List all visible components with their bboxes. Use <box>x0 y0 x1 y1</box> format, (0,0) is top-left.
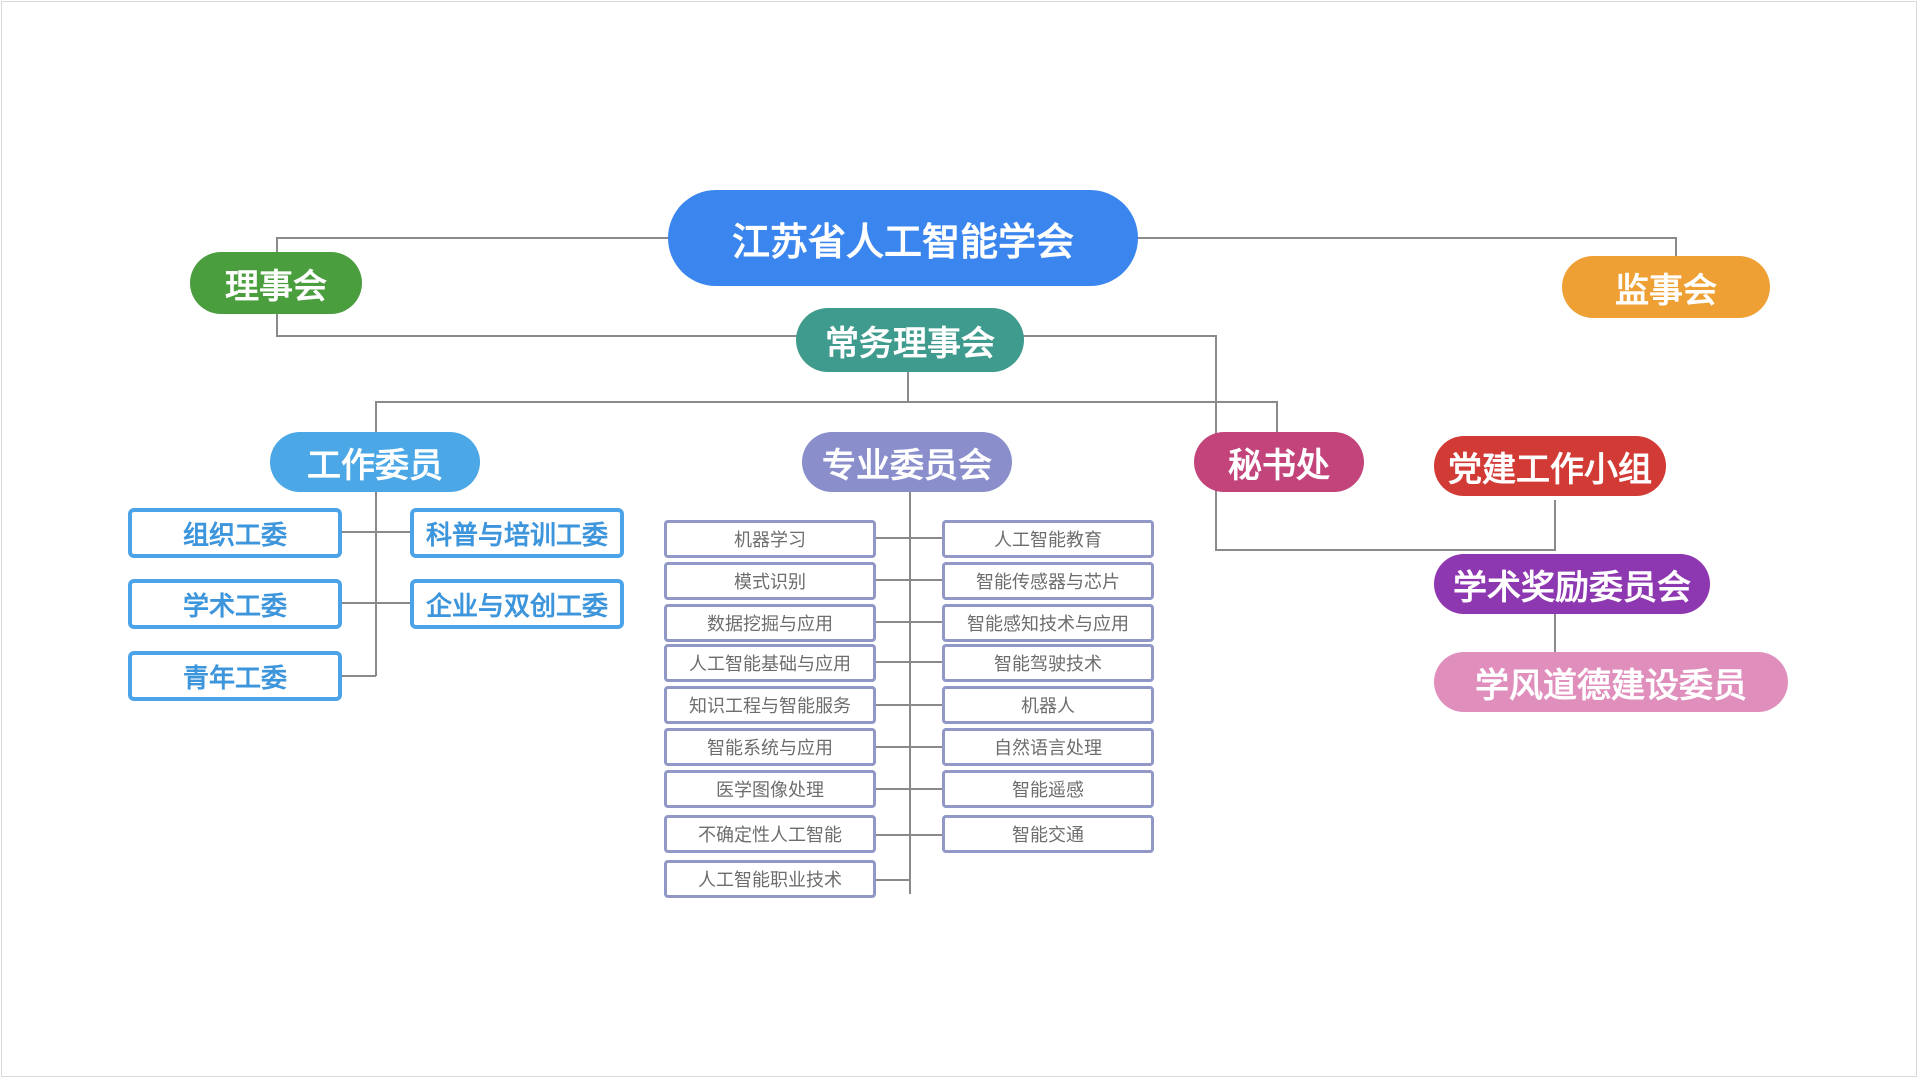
professional-subcommittee-box: 医学图像处理 <box>664 770 876 808</box>
professional-subcommittee-box: 智能传感器与芯片 <box>942 562 1154 600</box>
professional-subcommittee-box: 不确定性人工智能 <box>664 815 876 853</box>
ethics-committee-node: 学风道德建设委员 <box>1434 652 1788 712</box>
work-committee-node: 工作委员 <box>270 432 480 492</box>
professional-subcommittee-box: 智能交通 <box>942 815 1154 853</box>
work-subcommittee-box: 科普与培训工委 <box>410 508 624 558</box>
professional-subcommittee-box: 智能系统与应用 <box>664 728 876 766</box>
standing-council-node: 常务理事会 <box>796 308 1024 372</box>
secretariat-node: 秘书处 <box>1194 432 1364 492</box>
professional-subcommittee-box: 人工智能教育 <box>942 520 1154 558</box>
professional-subcommittee-box: 机器学习 <box>664 520 876 558</box>
professional-subcommittee-box: 机器人 <box>942 686 1154 724</box>
professional-subcommittee-box: 数据挖掘与应用 <box>664 604 876 642</box>
supervisors-node: 监事会 <box>1562 256 1770 318</box>
council-node: 理事会 <box>190 252 362 314</box>
professional-subcommittee-box: 人工智能职业技术 <box>664 860 876 898</box>
work-subcommittee-box: 学术工委 <box>128 579 342 629</box>
work-subcommittee-box: 青年工委 <box>128 651 342 701</box>
professional-subcommittee-box: 人工智能基础与应用 <box>664 644 876 682</box>
professional-subcommittee-box: 智能遥感 <box>942 770 1154 808</box>
professional-subcommittee-box: 自然语言处理 <box>942 728 1154 766</box>
professional-subcommittee-box: 模式识别 <box>664 562 876 600</box>
professional-subcommittee-box: 知识工程与智能服务 <box>664 686 876 724</box>
root-node: 江苏省人工智能学会 <box>668 190 1138 286</box>
work-subcommittee-box: 企业与双创工委 <box>410 579 624 629</box>
award-committee-node: 学术奖励委员会 <box>1434 554 1710 614</box>
professional-committee-node: 专业委员会 <box>802 432 1012 492</box>
professional-subcommittee-box: 智能感知技术与应用 <box>942 604 1154 642</box>
party-group-node: 党建工作小组 <box>1434 436 1666 496</box>
work-subcommittee-box: 组织工委 <box>128 508 342 558</box>
professional-subcommittee-box: 智能驾驶技术 <box>942 644 1154 682</box>
